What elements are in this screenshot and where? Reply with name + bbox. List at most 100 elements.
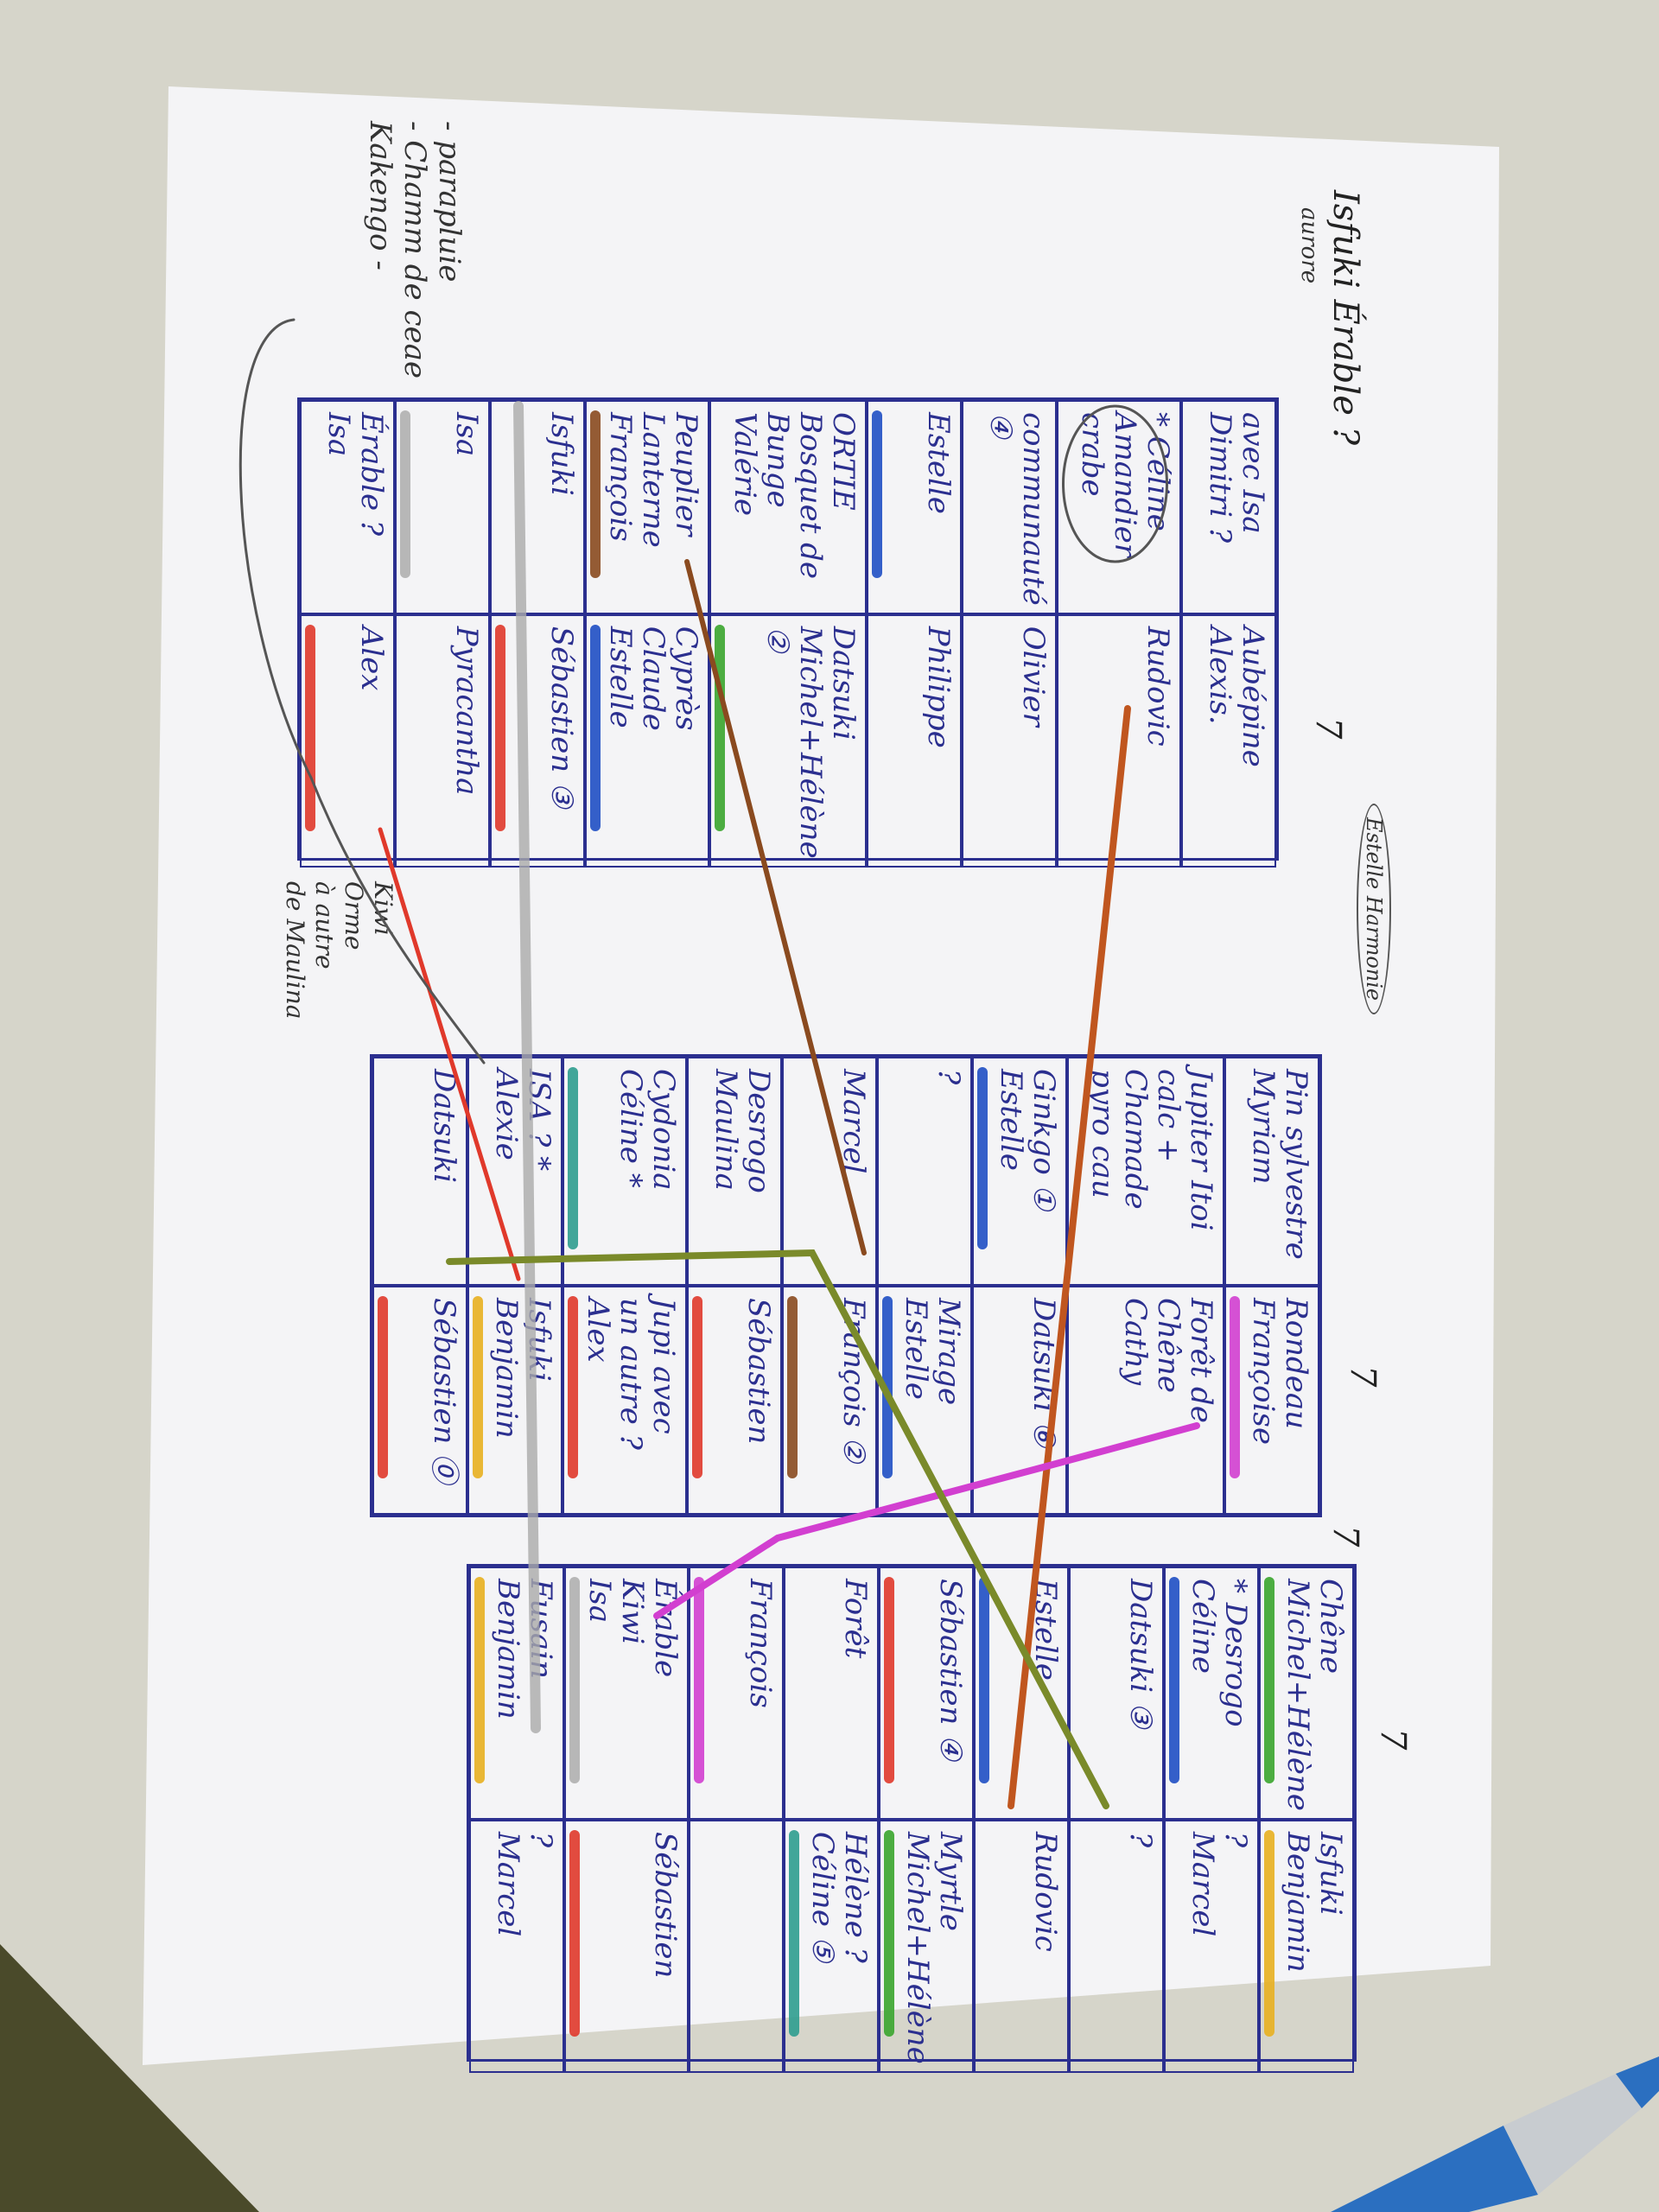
table-cell: Jupi avec un autre ? Alex <box>563 1286 687 1515</box>
cell-text: Érable ? Isa <box>321 412 389 537</box>
cell-text: avec Isa Dimitri ? <box>1203 412 1270 543</box>
table-cell: Rudovic <box>974 1819 1069 2073</box>
cell-text: Olivier <box>1016 626 1051 727</box>
table-cell: Alex <box>300 613 395 868</box>
cell-text: Datsuki <box>427 1069 461 1184</box>
sheet-title: Isfuki Érable ? <box>1325 190 1365 446</box>
cell-text: Sébastien <box>741 1298 776 1445</box>
cell-text: ? Marcel <box>1185 1831 1253 1937</box>
cell-text: ISA ? * Alexie <box>489 1069 556 1172</box>
highlighter-mark <box>1264 1577 1274 1783</box>
cell-text: Estelle <box>921 412 956 514</box>
highlighter-mark <box>474 1577 485 1783</box>
circled-note: Estelle Harmonie <box>1357 804 1391 1015</box>
cell-text: Myrtle Michel+Hélène <box>900 1831 968 2064</box>
highlighter-mark <box>884 1577 894 1783</box>
highlighter-mark <box>1264 1829 1274 2037</box>
table-cell: * Céline Amandier crabe <box>1057 400 1181 614</box>
table-mark: 7 <box>1308 717 1348 740</box>
cell-text: Marcel. <box>836 1069 871 1184</box>
cell-text: Érable Kiwi Isa <box>582 1579 683 1678</box>
table-cell: Rudovic <box>1057 613 1181 868</box>
table-cell: Aubépine Alexis. <box>1181 613 1276 868</box>
highlighter-mark <box>568 1067 578 1249</box>
cell-text: * Céline Amandier crabe <box>1075 412 1175 557</box>
table-cell: Érable ? Isa <box>300 400 395 614</box>
cell-text: Sébastien ④ <box>933 1579 968 1761</box>
table-cell: ? Marcel <box>1164 1819 1259 2073</box>
table-cell: Estelle <box>974 1567 1069 1820</box>
cell-text: Isfuki Benjamin <box>489 1298 556 1439</box>
cell-text: Alex <box>354 626 389 691</box>
table-cell: Pyracantha <box>395 613 490 868</box>
table-cell: Datsuki ③ <box>1069 1567 1164 1820</box>
table-cell: ORTIE Bosquet de Bunge Valérie <box>709 400 867 614</box>
cell-text: Aubépine Alexis. <box>1203 626 1270 767</box>
table-cell: Isfuki Benjamin <box>467 1286 563 1515</box>
table-cell: Sébastien ⓪ <box>372 1286 467 1515</box>
cell-text: Philippe <box>921 626 956 748</box>
cell-text: Chêne Michel+Hélène <box>1281 1579 1348 1811</box>
cell-text: Cyprès Claude Estelle <box>603 626 703 731</box>
handwritten-sheet: Isfuki Érable ? aurore - parapluie - Cha… <box>156 86 1495 2073</box>
cell-text: Hélène ? Céline ⑤ <box>805 1831 873 1963</box>
table-cell: Forêt de Chêne Cathy <box>1067 1286 1224 1515</box>
cell-text: ? Marcel <box>491 1831 558 1937</box>
side-notes: - parapluie - Chamm de ceae Kakengo - <box>363 121 467 379</box>
table-cell: Mirage Estelle <box>877 1286 972 1515</box>
table-cell: Rondeau Françoise <box>1224 1286 1319 1515</box>
table-cell: Jupiter Itoi calc + Chamade pyro cau <box>1067 1057 1224 1286</box>
table-cell: avec Isa Dimitri ? <box>1181 400 1276 614</box>
highlighter-mark <box>979 1577 989 1783</box>
cell-text: Estelle <box>1028 1579 1063 1681</box>
sheet-subtitle: aurore <box>1296 207 1322 284</box>
cell-text: Forêt de Chêne Cathy <box>1118 1298 1218 1423</box>
table-cell: Sébastien ④ <box>879 1567 974 1820</box>
cell-text: Desrogo Maulina <box>709 1069 776 1193</box>
highlighter-mark <box>569 1829 580 2037</box>
table-cell: Cydonia Céline * <box>563 1057 687 1286</box>
cell-text: Rondeau Françoise <box>1246 1298 1313 1445</box>
highlighter-mark <box>495 624 505 831</box>
cell-text: Rudovic <box>1141 626 1175 747</box>
highlighter-mark <box>473 1296 483 1478</box>
table-cell: Sébastien <box>687 1286 782 1515</box>
highlighter-mark <box>1230 1296 1240 1478</box>
table-1: avec Isa Dimitri ? Aubépine Alexis. * Céli… <box>297 397 1279 868</box>
table-cell: Chêne Michel+Hélène <box>1259 1567 1354 1820</box>
highlighter-mark <box>882 1296 893 1478</box>
table-cell: Datsuki Michel+Hélène ② <box>709 613 867 868</box>
cell-text: Jupiter Itoi calc + Chamade pyro cau <box>1085 1069 1218 1231</box>
cell-text: ? <box>1123 1831 1158 1848</box>
cell-text: Pyracantha <box>449 626 484 796</box>
cell-text: François ② <box>836 1298 871 1464</box>
pen-icon <box>1331 2056 1659 2212</box>
cell-text: ORTIE Bosquet de Bunge Valérie <box>728 412 861 580</box>
table-cell: Sébastien <box>564 1819 689 2073</box>
highlighter-mark <box>378 1296 388 1478</box>
cell-text: Isfuki Benjamin <box>1281 1831 1348 1973</box>
table-cell: François <box>689 1567 784 1820</box>
cell-text: Sébastien ⓪ <box>427 1298 461 1484</box>
highlighter-mark <box>569 1577 580 1783</box>
table-cell: Estelle <box>867 400 962 614</box>
highlighter-mark <box>590 624 601 831</box>
highlighter-mark <box>694 1577 704 1783</box>
table-cell: Marcel. <box>782 1057 877 1286</box>
table-cell: Forêt <box>784 1567 879 1820</box>
cell-text: Sébastien ③ <box>544 626 579 809</box>
highlighter-mark <box>977 1067 988 1249</box>
table-cell: ? Marcel <box>469 1819 564 2073</box>
table-cell: ? <box>877 1057 972 1286</box>
cell-text: Mirage Estelle <box>899 1298 966 1406</box>
highlighter-mark <box>872 410 882 578</box>
table-cell: Datsuki <box>372 1057 467 1286</box>
table-cell: Isfuki Benjamin <box>1259 1819 1354 2073</box>
table-cell: Sébastien ③ <box>490 613 585 868</box>
highlighter-mark <box>787 1296 798 1478</box>
highlighter-mark <box>568 1296 578 1478</box>
highlighter-mark <box>692 1296 702 1478</box>
highlighter-mark <box>305 624 315 831</box>
middle-note: Kiwi Orme à autre de Maulina <box>281 881 397 1020</box>
grass-corner <box>0 1944 259 2212</box>
